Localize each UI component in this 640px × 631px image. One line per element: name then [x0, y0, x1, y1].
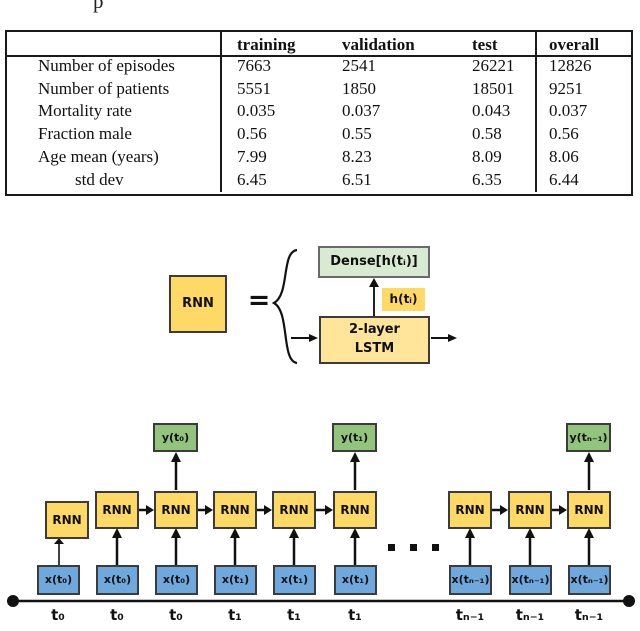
table-cell: 26221: [457, 54, 537, 78]
equals-sign: =: [247, 285, 271, 316]
lstm-line2: LSTM: [354, 340, 395, 356]
table-cell: 6.44: [549, 169, 579, 189]
output-box: y(t₁): [332, 423, 377, 452]
unrolled-connectors: [7, 452, 635, 607]
table-cell: 0.035: [237, 101, 276, 121]
time-label: t₁: [287, 606, 301, 624]
recurrent-arrows: [139, 505, 567, 515]
table-cell: 7663: [237, 55, 271, 75]
arrowhead-right-icon: [448, 334, 457, 342]
hidden-state-label: h(tᵢ): [382, 288, 425, 311]
dense-layer-block: Dense[h(tᵢ)]: [318, 246, 430, 278]
row-label: std dev: [7, 168, 222, 192]
table-header-validation: validation: [327, 32, 457, 57]
time-label: t₀: [110, 606, 124, 624]
table-cell: 6.35: [457, 168, 537, 192]
rnn-cell: RNN: [448, 491, 492, 529]
input-box: x(t₁): [334, 565, 377, 595]
table-cell: 6.51: [342, 169, 372, 189]
timeline-start-dot: [7, 595, 19, 607]
input-arrows: [112, 528, 594, 565]
input-box: x(tₙ₋₁): [449, 565, 492, 595]
definition-connectors: [271, 248, 457, 365]
lstm-block: 2-layer LSTM: [319, 316, 430, 364]
table-header-training: training: [222, 32, 327, 57]
time-label: t₀: [51, 606, 65, 624]
table-cell: 2541: [342, 55, 376, 75]
table-cell: 0.55: [342, 124, 372, 144]
input-box: x(t₀): [155, 565, 198, 595]
table-cell: 0.037: [342, 101, 381, 121]
table-cell: 0.043: [457, 100, 537, 124]
rnn-cell: RNN: [95, 491, 139, 529]
time-label: t₀: [169, 606, 183, 624]
table-cell: 1850: [342, 78, 376, 98]
rnn-cell: RNN: [272, 491, 316, 529]
time-label: tₙ₋₁: [515, 606, 545, 624]
output-arrows: [171, 452, 594, 490]
input-box: x(t₁): [273, 565, 316, 595]
table-header-test: test: [457, 32, 537, 57]
rnn-cell: RNN: [154, 491, 198, 529]
rnn-cell: RNN: [213, 491, 257, 529]
input-box: x(tₙ₋₁): [568, 565, 611, 595]
table-header-overall: overall: [537, 32, 631, 57]
rnn-cell: RNN: [508, 491, 552, 529]
caption-fragment: p: [93, 0, 104, 13]
output-box: y(tₙ₋₁): [566, 423, 611, 452]
row-label: Fraction male: [7, 123, 222, 146]
time-label: tₙ₋₁: [574, 606, 604, 624]
table-cell: 7.99: [237, 146, 267, 166]
input-box: x(t₀): [37, 565, 80, 595]
rnn-cell: RNN: [45, 501, 89, 539]
time-label: tₙ₋₁: [455, 606, 485, 624]
time-label: t₁: [228, 606, 242, 624]
row-label: Mortality rate: [7, 100, 222, 124]
table-cell: 18501: [457, 77, 537, 101]
input-box: x(t₁): [214, 565, 257, 595]
row-label: Number of episodes: [7, 54, 222, 78]
curly-brace: [271, 248, 298, 365]
table-cell: 6.45: [237, 169, 267, 189]
input-line-first: [54, 538, 64, 565]
row-label: Number of patients: [7, 77, 222, 101]
table-cell: 9251: [549, 78, 583, 98]
table-cell: 8.23: [342, 146, 372, 166]
time-label: t₁: [348, 606, 362, 624]
table-cell: 0.56: [237, 124, 267, 144]
input-box: x(t₀): [96, 565, 139, 595]
ellipsis-dots: [388, 544, 439, 551]
timeline-end-dot: [623, 595, 635, 607]
table-cell: 0.56: [549, 124, 579, 144]
table-cell: 5551: [237, 78, 271, 98]
table-cell: 8.09: [457, 145, 537, 169]
input-box: x(tₙ₋₁): [509, 565, 552, 595]
table-cell: 12826: [549, 55, 592, 75]
table-cell: 0.58: [457, 123, 537, 146]
arrowhead-up-icon: [369, 278, 379, 287]
lstm-line1: 2-layer: [349, 322, 400, 337]
rnn-block: RNN: [169, 275, 227, 333]
statistics-table: training validation test overall Number …: [5, 30, 633, 196]
output-box: y(t₀): [153, 423, 198, 452]
table-cell: 8.06: [549, 146, 579, 166]
table-header-blank: [7, 32, 222, 57]
arrowhead-right-icon: [309, 334, 318, 342]
rnn-cell: RNN: [567, 491, 611, 529]
row-label: Age mean (years): [7, 145, 222, 169]
table-cell: 0.037: [549, 101, 588, 121]
rnn-cell: RNN: [333, 491, 377, 529]
